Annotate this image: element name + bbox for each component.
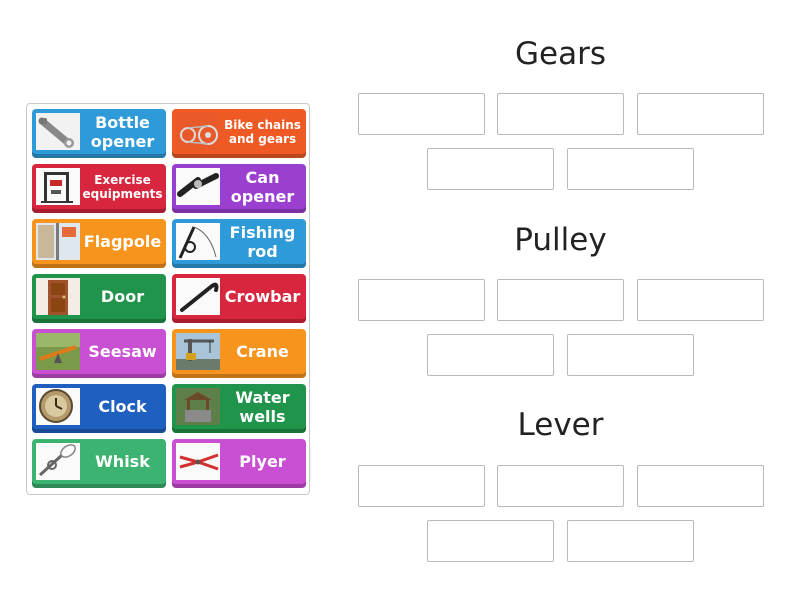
card-whisk[interactable]: Whisk [32,439,166,488]
crowbar-icon [176,278,220,315]
drop-slot[interactable] [427,148,554,190]
drop-slot[interactable] [567,520,694,562]
card-label: Clock [98,397,147,416]
card-label: Water wells [235,387,290,426]
card-label: Whisk [95,452,150,471]
whisk-icon [36,443,80,480]
card-door[interactable]: Door [32,274,166,323]
card-label: Door [100,287,145,306]
drop-slot[interactable] [567,334,694,376]
drop-slot[interactable] [637,93,764,135]
card-clock[interactable]: Clock [32,384,166,433]
clock-icon [36,388,80,425]
drop-slot[interactable] [358,93,485,135]
card-crane[interactable]: Crane [172,329,306,378]
drop-slot[interactable] [497,93,624,135]
drop-slot[interactable] [427,334,554,376]
exercise-machine-icon [36,168,80,205]
card-tray: Bottle opener Bike chains and gears Exer… [26,103,310,495]
category-title-pulley: Pulley [514,222,607,258]
drop-slot[interactable] [358,279,485,321]
category-title-gears: Gears [515,36,606,72]
card-label: Bike chains and gears [224,117,301,146]
card-label: Fishing rod [229,222,296,261]
card-crowbar[interactable]: Crowbar [172,274,306,323]
drop-slot[interactable] [358,465,485,507]
card-label: Seesaw [88,342,157,361]
door-icon [36,278,80,315]
card-water-wells[interactable]: Water wells [172,384,306,433]
card-label: Exercise equipments [82,172,163,201]
plier-icon [176,443,220,480]
drop-slot[interactable] [637,465,764,507]
flagpole-icon [36,223,80,260]
seesaw-icon [36,333,80,370]
drop-slot[interactable] [427,520,554,562]
card-flagpole[interactable]: Flagpole [32,219,166,268]
drop-slot[interactable] [637,279,764,321]
fishing-rod-icon [176,223,220,260]
card-label: Crowbar [224,287,301,306]
can-opener-icon [176,168,220,205]
drop-slot[interactable] [497,465,624,507]
category-title-lever: Lever [517,407,604,443]
card-bottle-opener[interactable]: Bottle opener [32,109,166,158]
card-label: Crane [236,342,289,361]
card-label: Can opener [230,167,295,206]
card-plyer[interactable]: Plyer [172,439,306,488]
card-exercise-equipments[interactable]: Exercise equipments [32,164,166,213]
bike-chain-icon [176,113,220,150]
card-fishing-rod[interactable]: Fishing rod [172,219,306,268]
drop-slot[interactable] [567,148,694,190]
card-label: Bottle opener [90,112,155,151]
bottle-opener-icon [36,113,80,150]
drop-slot[interactable] [497,279,624,321]
card-bike-chains[interactable]: Bike chains and gears [172,109,306,158]
card-can-opener[interactable]: Can opener [172,164,306,213]
crane-icon [176,333,220,370]
card-label: Plyer [239,452,286,471]
water-well-icon [176,388,220,425]
card-label: Flagpole [83,232,162,251]
card-seesaw[interactable]: Seesaw [32,329,166,378]
